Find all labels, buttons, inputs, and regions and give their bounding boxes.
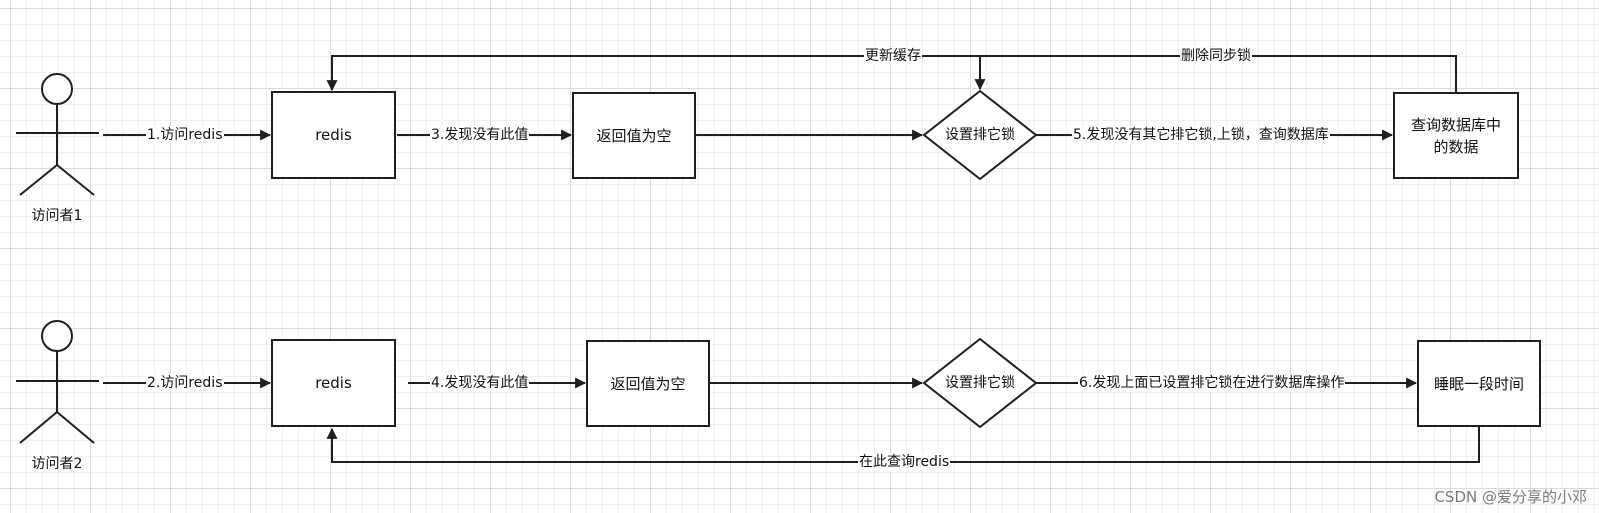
actor-label-1: 访问者1: [31, 208, 83, 224]
edge-label-requery: 在此查询redis: [858, 453, 951, 471]
actor-figure-1: [16, 73, 99, 196]
edge-label-step1: 1.访问redis: [146, 126, 224, 144]
edge-label-step4: 4.发现没有此值: [430, 374, 530, 392]
redis-box-1: redis: [271, 91, 396, 179]
lock-diamond-2: [922, 337, 1038, 429]
edge-label-step2: 2.访问redis: [146, 374, 224, 392]
lock-diamond-1: [922, 89, 1038, 181]
empty-result-box-1: 返回值为空: [572, 92, 696, 179]
edge-label-update-cache: 更新缓存: [864, 47, 922, 65]
edge-label-step5: 5.发现没有其它排它锁,上锁，查询数据库: [1072, 126, 1330, 144]
arrow-delete-lock: [974, 55, 1456, 91]
actor-label-2: 访问者2: [31, 456, 83, 472]
redis-box-2: redis: [271, 339, 396, 427]
watermark: CSDN @爱分享的小邓: [1434, 488, 1587, 506]
empty-result-box-2: 返回值为空: [586, 340, 710, 427]
edge-label-step6: 6.发现上面已设置排它锁在进行数据库操作: [1078, 374, 1346, 392]
lock-label-1: 设置排它锁: [945, 127, 1015, 143]
edge-label-delete-lock: 删除同步锁: [1180, 47, 1252, 65]
actor-figure-2: [16, 320, 99, 444]
query-db-box: 查询数据库中的数据: [1393, 92, 1519, 179]
lock-label-2: 设置排它锁: [945, 375, 1015, 391]
edge-label-step3: 3.发现没有此值: [430, 126, 530, 144]
sleep-box: 睡眠一段时间: [1417, 340, 1541, 427]
